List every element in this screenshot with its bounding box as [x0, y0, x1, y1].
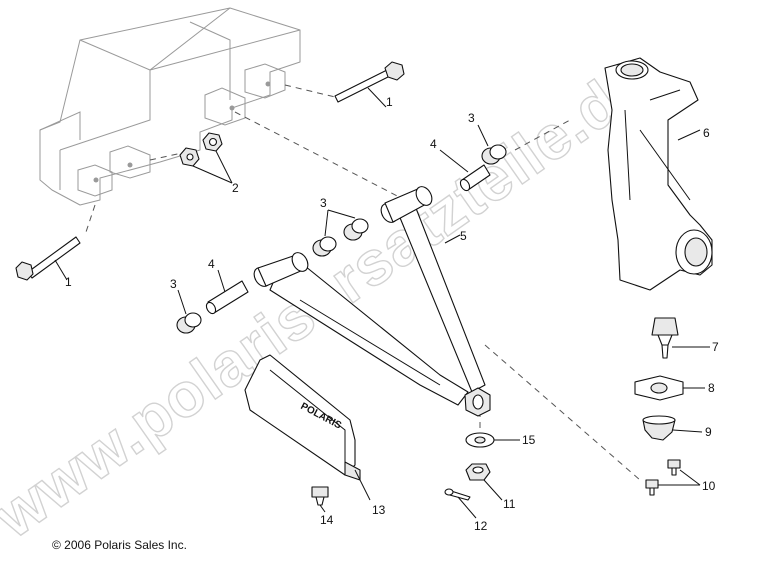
callout-13: 13: [372, 503, 386, 517]
callout-15: 15: [522, 433, 536, 447]
part-1-bolt: 1: [334, 61, 405, 109]
callout-9: 9: [705, 425, 712, 439]
part-3-bushing-left: 3: [170, 277, 202, 334]
part-4-sleeve: 4: [430, 137, 491, 192]
callout-10: 10: [702, 479, 716, 493]
part-3-bushing: 3: [468, 111, 507, 165]
part-9-boot: 9: [642, 415, 712, 441]
part-8-retainer-plate: 8: [634, 375, 715, 401]
callout-1-lower: 1: [65, 275, 72, 289]
callout-4: 4: [430, 137, 437, 151]
callout-6: 6: [703, 126, 710, 140]
callout-14: 14: [320, 513, 334, 527]
callout-8: 8: [708, 381, 715, 395]
callout-3-pair: 3: [320, 196, 327, 210]
part-3-bushing-pair: 3: [312, 196, 369, 257]
part-2-nut: 2: [179, 132, 239, 195]
part-4-sleeve-left: 4: [205, 257, 249, 315]
part-5-a-arm: 5: [253, 186, 491, 417]
part-6-spindle: 6: [604, 57, 713, 291]
part-7-ball-joint: 7: [651, 317, 719, 359]
callout-12: 12: [474, 519, 488, 533]
callout-11: 11: [503, 497, 516, 511]
callout-1: 1: [386, 95, 393, 109]
callout-4-left: 4: [208, 257, 215, 271]
part-13-a-arm-guard: POLARIS 13: [244, 354, 386, 517]
callout-3-left: 3: [170, 277, 177, 291]
part-12-cotter-pin: 12: [444, 488, 488, 533]
part-10-bolts: 10: [645, 459, 716, 496]
part-1-bolt-lower: 1: [15, 236, 81, 289]
callout-7: 7: [712, 340, 719, 354]
callout-2: 2: [232, 181, 239, 195]
frame-section: [39, 7, 301, 206]
copyright-text: © 2006 Polaris Sales Inc.: [52, 538, 187, 552]
callout-5: 5: [460, 229, 467, 243]
part-14-guard-bolt: 14: [311, 486, 334, 527]
part-11-castle-nut: 11: [465, 463, 516, 511]
part-15-washer: 15: [465, 432, 536, 448]
callout-3: 3: [468, 111, 475, 125]
